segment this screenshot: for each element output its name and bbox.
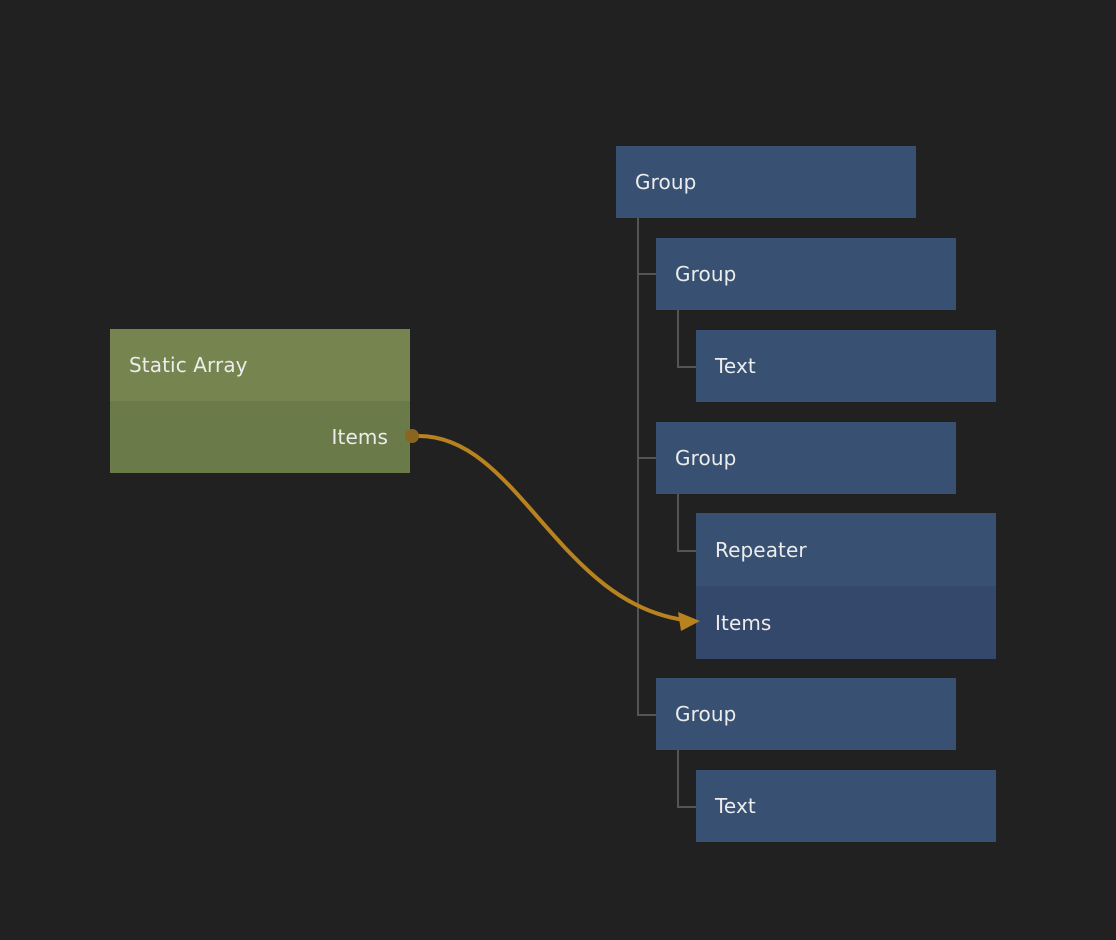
- node-static-array-port-items[interactable]: Items: [110, 401, 410, 473]
- node-static-array[interactable]: Static Array Items: [110, 329, 410, 473]
- node-repeater-port-items[interactable]: Items: [696, 586, 996, 659]
- tree-line-child-stub-b: [677, 550, 696, 552]
- tree-line-child-stub-c: [677, 806, 696, 808]
- tree-line-child-spine-a: [677, 310, 679, 368]
- tree-line-root-stub-c: [637, 714, 656, 716]
- tree-line-root-spine: [637, 218, 639, 716]
- node-group-c[interactable]: Group: [656, 678, 956, 750]
- node-group-b-title: Group: [656, 422, 956, 494]
- node-repeater[interactable]: Repeater Items: [696, 513, 996, 659]
- tree-line-root-stub-b: [637, 457, 656, 459]
- node-group-a[interactable]: Group: [656, 238, 956, 310]
- tree-line-child-spine-b: [677, 494, 679, 552]
- node-text-a-title: Text: [696, 330, 996, 402]
- node-group-root-title: Group: [616, 146, 916, 218]
- node-group-b[interactable]: Group: [656, 422, 956, 494]
- node-text-a[interactable]: Text: [696, 330, 996, 402]
- node-static-array-title: Static Array: [110, 329, 410, 401]
- connection-curve-items[interactable]: [417, 434, 695, 623]
- node-repeater-title: Repeater: [696, 513, 996, 586]
- tree-line-child-spine-c: [677, 750, 679, 808]
- node-group-root[interactable]: Group: [616, 146, 916, 218]
- tree-line-child-stub-a: [677, 366, 696, 368]
- tree-line-root-stub-a: [637, 273, 656, 275]
- node-group-c-title: Group: [656, 678, 956, 750]
- node-group-a-title: Group: [656, 238, 956, 310]
- node-text-b[interactable]: Text: [696, 770, 996, 842]
- node-text-b-title: Text: [696, 770, 996, 842]
